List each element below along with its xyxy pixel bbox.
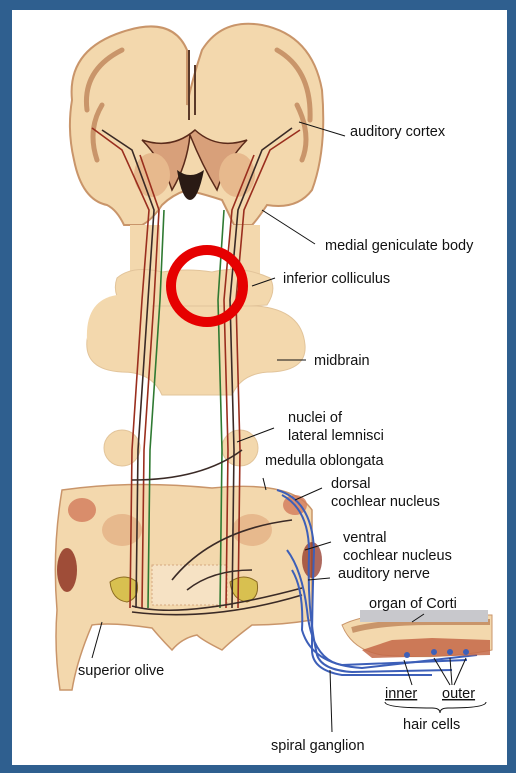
spiral-ganglion-leader	[330, 670, 332, 732]
organ-of-corti	[342, 610, 492, 658]
label-inferior-colliculus: inferior colliculus	[283, 271, 390, 287]
label-outer: outer	[442, 686, 475, 702]
label-auditory-nerve: auditory nerve	[338, 566, 430, 582]
auditory-pathway-diagram: auditory cortex medial geniculate body i…	[12, 10, 507, 765]
label-medulla-oblongata: medulla oblongata	[265, 453, 384, 469]
label-dorsal-cochlear-nucleus: cochlear nucleus	[331, 494, 440, 510]
label-spiral-ganglion: spiral ganglion	[271, 738, 365, 754]
diagram-frame: auditory cortex medial geniculate body i…	[12, 10, 507, 765]
label-hair-cells: hair cells	[403, 717, 460, 733]
label-nuclei-of: nuclei of	[288, 410, 343, 426]
label-lateral-lemnisci: lateral lemnisci	[288, 428, 384, 444]
label-dorsal: dorsal	[331, 476, 371, 492]
label-ventral-cochlear-nucleus: cochlear nucleus	[343, 548, 452, 564]
label-auditory-cortex: auditory cortex	[350, 124, 446, 140]
medulla	[55, 484, 322, 690]
label-superior-olive: superior olive	[78, 663, 164, 679]
label-organ-of-corti: organ of Corti	[369, 596, 457, 612]
cerebrum	[70, 24, 323, 225]
lateral-lemnisci-nuclei	[104, 430, 258, 466]
label-ventral: ventral	[343, 530, 387, 546]
label-midbrain: midbrain	[314, 353, 370, 369]
label-inner: inner	[385, 686, 417, 702]
label-medial-geniculate-body: medial geniculate body	[325, 238, 474, 254]
